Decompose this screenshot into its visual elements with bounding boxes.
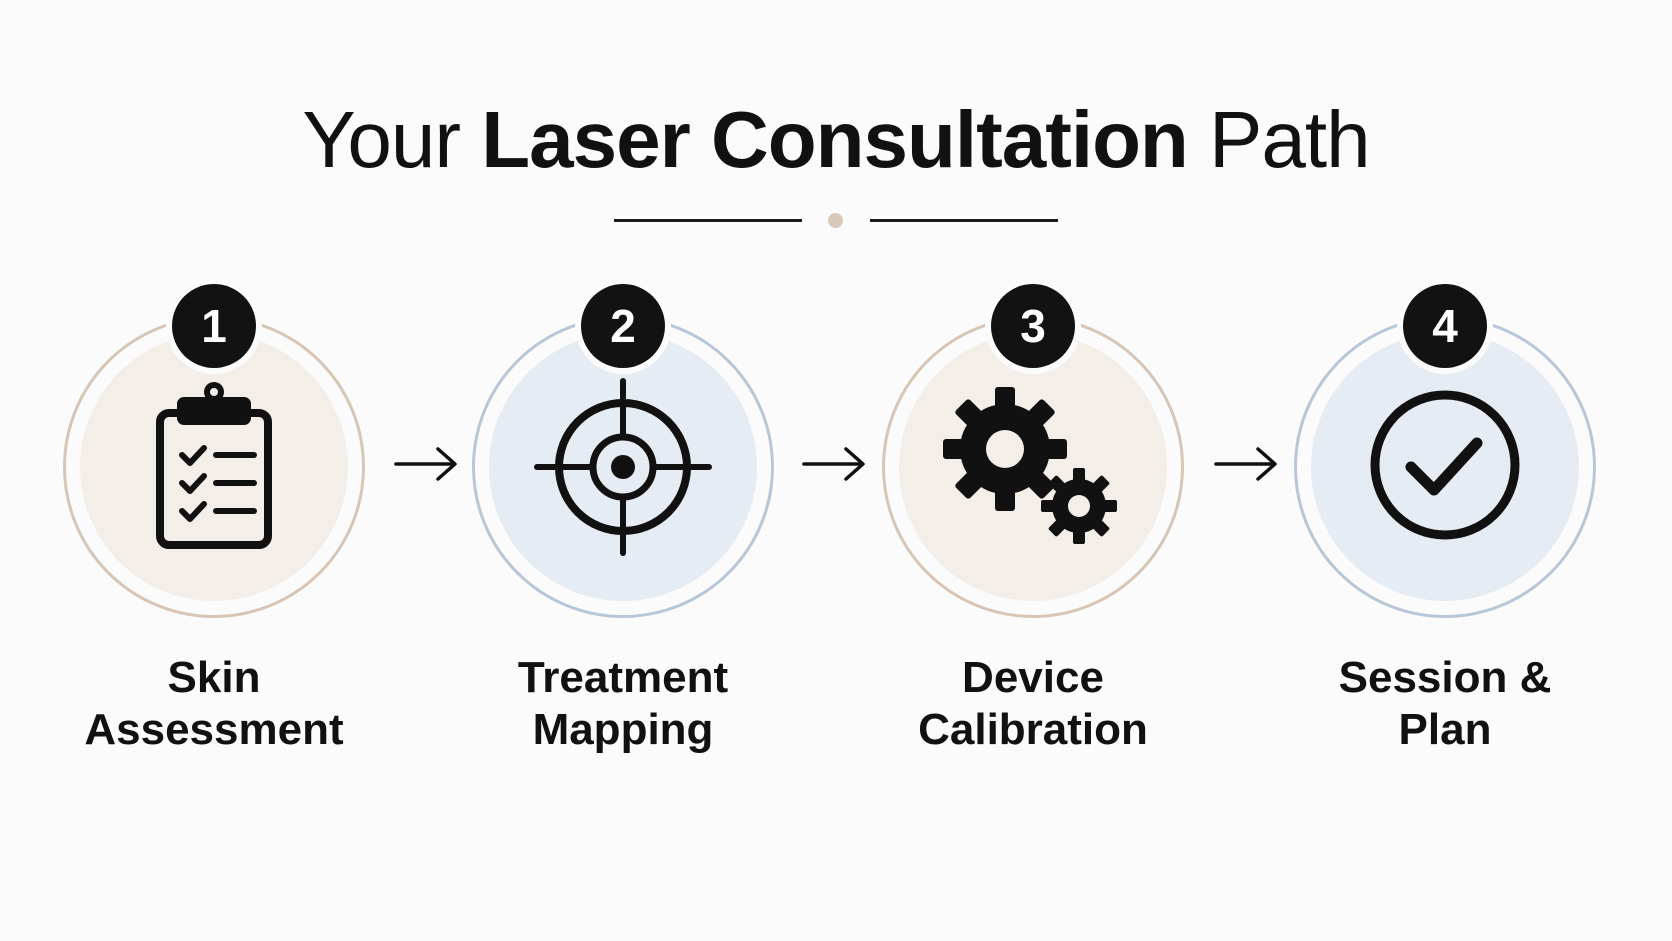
title-divider-left bbox=[614, 219, 802, 222]
step-label: Treatment Mapping bbox=[463, 652, 783, 756]
title-suffix: Path bbox=[1209, 95, 1371, 184]
clipboard-checklist-icon bbox=[156, 382, 272, 549]
step-4: 4 Session & Plan bbox=[1285, 284, 1605, 780]
check-circle-icon bbox=[1370, 390, 1520, 540]
step-label-line-2: Mapping bbox=[532, 705, 714, 754]
step-number-badge: 1 bbox=[172, 284, 256, 368]
step-label-line-2: Calibration bbox=[918, 705, 1148, 754]
step-label-line-1: Session & bbox=[1338, 653, 1552, 702]
step-label-line-1: Skin bbox=[167, 653, 261, 702]
step-fill bbox=[80, 333, 348, 601]
page-title: Your Laser Consultation Path bbox=[0, 92, 1672, 188]
arrow-right-icon bbox=[802, 447, 865, 481]
target-crosshair-icon bbox=[534, 378, 712, 556]
step-fill bbox=[1311, 333, 1579, 601]
title-divider-dot bbox=[828, 213, 843, 228]
step-label: Device Calibration bbox=[873, 652, 1193, 756]
arrow-right-icon bbox=[1214, 447, 1277, 481]
title-divider-right bbox=[870, 219, 1058, 222]
step-label-line-2: Plan bbox=[1398, 705, 1492, 754]
step-label: Session & Plan bbox=[1285, 652, 1605, 756]
step-label-line-1: Device bbox=[962, 653, 1104, 702]
step-number-badge: 2 bbox=[581, 284, 665, 368]
step-label-line-1: Treatment bbox=[517, 653, 729, 702]
title-emphasis: Laser Consultation bbox=[481, 95, 1189, 184]
step-3: 3 bbox=[873, 284, 1193, 780]
step-number-badge: 3 bbox=[991, 284, 1075, 368]
step-1: 1 Skin Assessment bbox=[54, 284, 374, 780]
step-number-badge: 4 bbox=[1403, 284, 1487, 368]
arrow-right-icon bbox=[394, 447, 457, 481]
gears-icon bbox=[943, 387, 1117, 544]
step-label: Skin Assessment bbox=[54, 652, 374, 756]
step-2: 2 Treatment Mapping bbox=[463, 284, 783, 780]
step-label-line-2: Assessment bbox=[84, 705, 344, 754]
title-prefix: Your bbox=[302, 95, 461, 184]
